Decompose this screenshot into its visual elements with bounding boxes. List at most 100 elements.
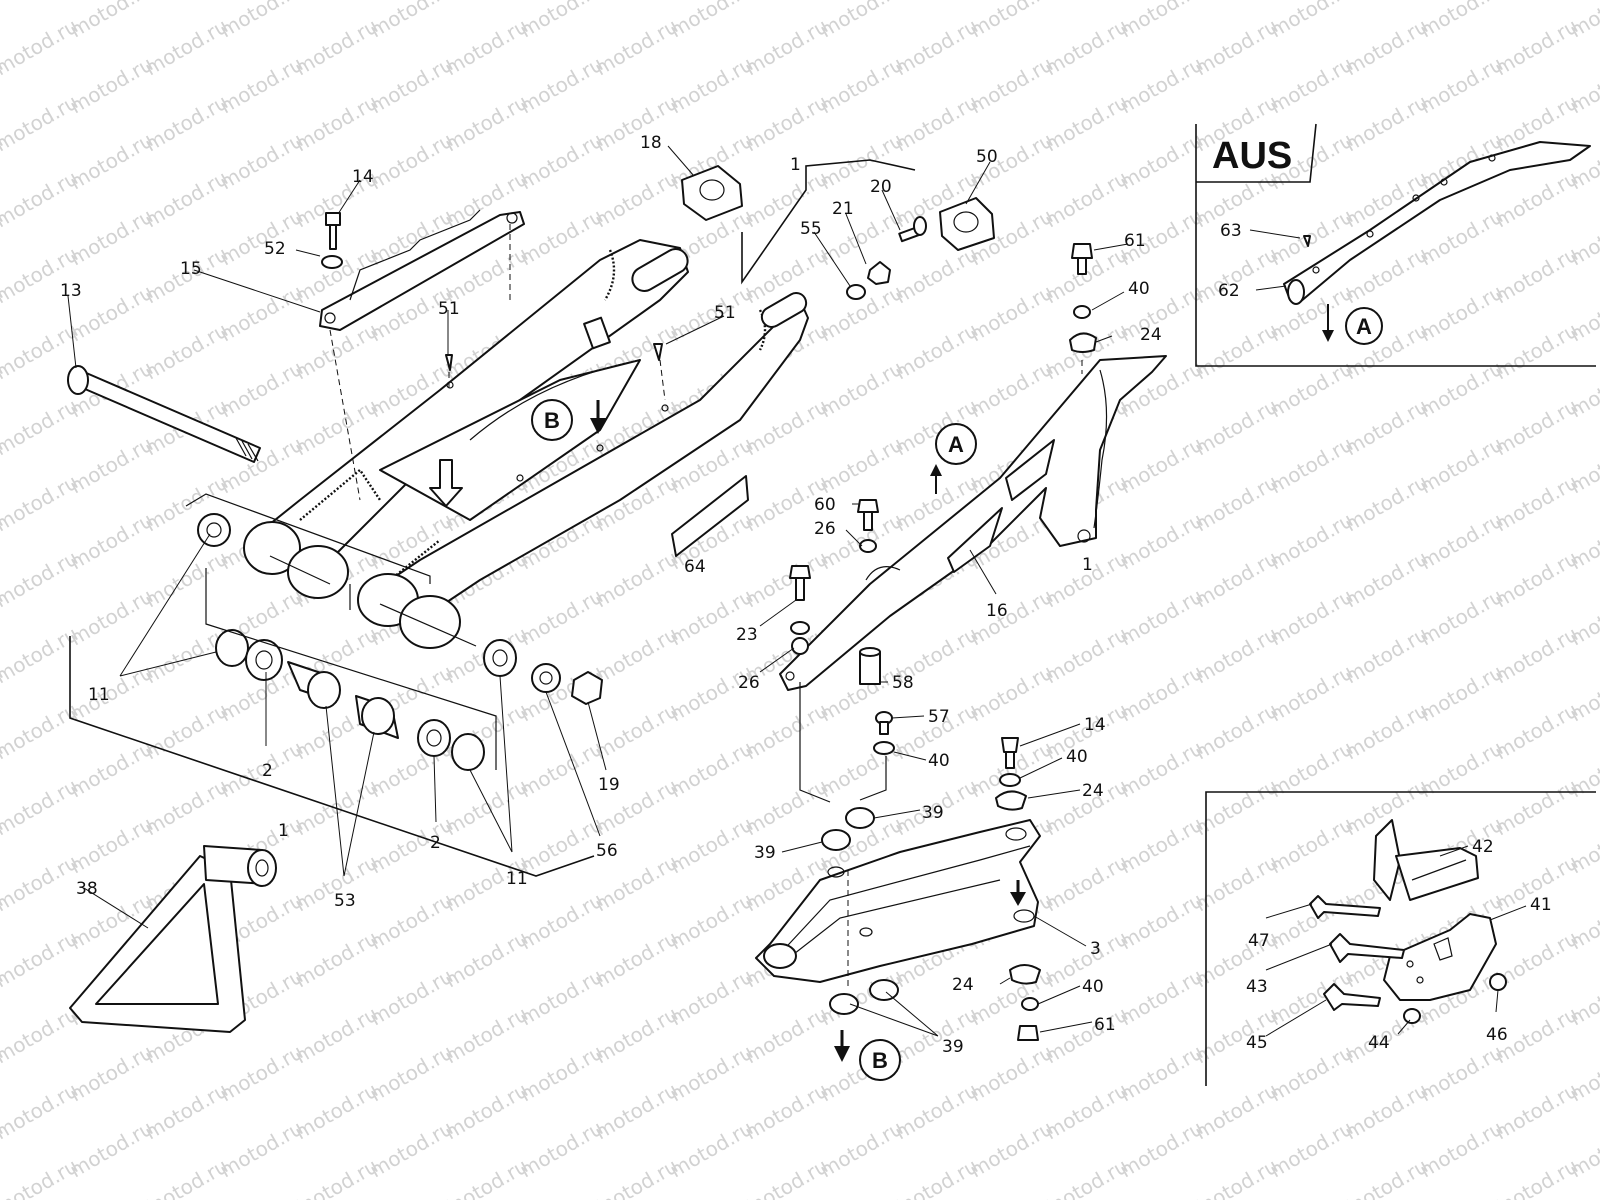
label-38: 38 xyxy=(76,879,98,899)
watermark-text: motod.ru xyxy=(0,1002,82,1069)
label-55: 55 xyxy=(800,219,822,239)
label-23: 23 xyxy=(736,625,758,645)
label-39-lower: 39 xyxy=(942,1037,964,1057)
label-21: 21 xyxy=(832,199,854,219)
callout-b-text: B xyxy=(544,408,560,433)
label-26-lower: 26 xyxy=(738,673,760,693)
watermark-text: motod.ru xyxy=(0,774,82,841)
label-40-57: 40 xyxy=(928,751,950,771)
watermark-text: motod.ru xyxy=(366,1192,457,1200)
slider-mount-lower xyxy=(1009,964,1041,1041)
label-1-guard: 1 xyxy=(1082,555,1093,575)
watermark-text: motod.ru xyxy=(1416,1192,1507,1200)
inset-aus-title: AUS xyxy=(1212,135,1292,177)
label-62: 62 xyxy=(1218,281,1240,301)
label-1-top: 1 xyxy=(790,155,801,175)
label-47: 47 xyxy=(1248,931,1270,951)
label-46: 46 xyxy=(1486,1025,1508,1045)
callout-b-lower: B xyxy=(834,1030,901,1081)
callout-b-upper: B xyxy=(429,399,606,507)
label-40-slider: 40 xyxy=(1066,747,1088,767)
label-63: 63 xyxy=(1220,221,1242,241)
label-24-slider: 24 xyxy=(1082,781,1104,801)
chain-slider-lower xyxy=(755,819,1041,983)
watermark-text: motod.ru xyxy=(1341,0,1432,4)
watermark-text: motod.ru xyxy=(1266,1192,1357,1200)
label-24-top: 24 xyxy=(1140,325,1162,345)
watermark-text: motod.ru xyxy=(891,0,982,4)
label-45: 45 xyxy=(1246,1033,1268,1053)
watermark-text: motod.ru xyxy=(66,1192,157,1200)
chain-slider-top xyxy=(319,209,525,331)
callout-b-lower-text: B xyxy=(872,1048,888,1073)
watermark-text: motod.ru xyxy=(516,1192,607,1200)
watermark-text: motod.ru xyxy=(966,1192,1057,1200)
watermark-text: motod.ru xyxy=(1191,0,1282,4)
adjuster-screw xyxy=(846,216,927,300)
label-44: 44 xyxy=(1368,1033,1390,1053)
adjuster-block-18 xyxy=(681,165,743,221)
label-2-left: 2 xyxy=(262,761,273,781)
sticker-64 xyxy=(671,475,749,557)
label-53: 53 xyxy=(334,891,356,911)
inset-aus: AUS A xyxy=(1195,123,1596,367)
label-16: 16 xyxy=(986,601,1008,621)
label-58: 58 xyxy=(892,673,914,693)
screw-57 xyxy=(873,711,895,755)
watermark-text: motod.ru xyxy=(0,470,82,537)
inset-chain-guide xyxy=(1205,791,1596,1086)
label-15: 15 xyxy=(180,259,202,279)
watermark-text: motod.ru xyxy=(741,1154,832,1200)
label-14-slider: 14 xyxy=(1084,715,1106,735)
watermark-text: motod.ru xyxy=(0,1078,82,1145)
label-64: 64 xyxy=(684,557,706,577)
label-61-lower: 61 xyxy=(1094,1015,1116,1035)
watermark-text: motod.ru xyxy=(1041,1154,1132,1200)
callout-a-text: A xyxy=(948,432,964,457)
adjuster-block-50 xyxy=(939,197,995,251)
leader-lines xyxy=(67,145,1527,1037)
inset-callout-a-text: A xyxy=(1356,314,1372,339)
watermark-text: motod.ru xyxy=(0,0,7,42)
guard-bolts xyxy=(789,499,879,655)
label-19: 19 xyxy=(598,775,620,795)
label-1-bottom: 1 xyxy=(278,821,289,841)
label-39-upper: 39 xyxy=(922,803,944,823)
label-57: 57 xyxy=(928,707,950,727)
watermark-text: motod.ru xyxy=(1566,1192,1600,1200)
watermark-text: motod.ru xyxy=(0,850,82,917)
label-51-left: 51 xyxy=(438,299,460,319)
label-20: 20 xyxy=(870,177,892,197)
guard-mount-top xyxy=(1069,243,1097,353)
label-56: 56 xyxy=(596,841,618,861)
pivot-bearings xyxy=(197,513,603,771)
label-43: 43 xyxy=(1246,977,1268,997)
watermark-text: motod.ru xyxy=(1116,1192,1207,1200)
label-11-left: 11 xyxy=(88,685,110,705)
watermark-text: motod.ru xyxy=(741,0,832,4)
paddock-stand xyxy=(69,845,277,1033)
watermark-text: motod.ru xyxy=(591,0,682,4)
label-40-top: 40 xyxy=(1128,279,1150,299)
part-labels: 13 14 15 52 51 51 18 1 20 21 55 50 61 40… xyxy=(60,133,1552,1057)
label-26-upper: 26 xyxy=(814,519,836,539)
watermark-text: motod.ru xyxy=(591,1154,682,1200)
watermark-text: motod.ru xyxy=(291,1154,382,1200)
label-42: 42 xyxy=(1472,837,1494,857)
label-3: 3 xyxy=(1090,939,1101,959)
label-2-right: 2 xyxy=(430,833,441,853)
watermark-text: motod.ru xyxy=(666,1192,757,1200)
watermark-text: motod.ru xyxy=(0,546,82,613)
label-61-top: 61 xyxy=(1124,231,1146,251)
label-50: 50 xyxy=(976,147,998,167)
watermark-text: motod.ru xyxy=(0,0,82,4)
watermark-text: motod.ru xyxy=(0,394,82,461)
watermark-text: motod.ru xyxy=(291,0,382,4)
spacer-58 xyxy=(859,647,881,685)
label-18: 18 xyxy=(640,133,662,153)
watermark-text: motod.ru xyxy=(0,166,82,233)
rubber-washers xyxy=(821,807,899,1015)
screw-14-slider xyxy=(995,737,1027,811)
watermark-text: motod.ru xyxy=(141,1154,232,1200)
